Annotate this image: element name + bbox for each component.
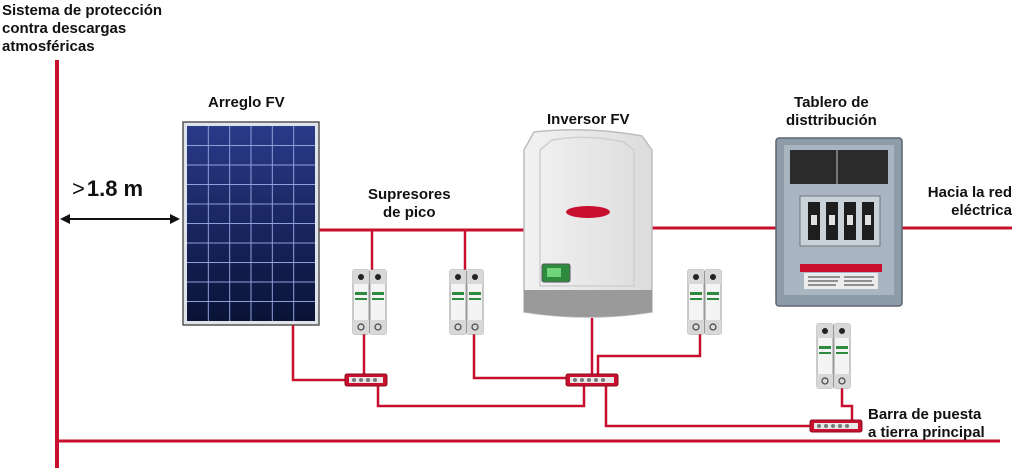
breaker-icon	[826, 202, 838, 240]
ground-bar-icon	[344, 373, 388, 387]
distance-arrow	[60, 214, 180, 224]
distance-label: >1.8 m	[72, 176, 143, 202]
surge-suppressor-icon	[352, 269, 387, 335]
ground-bar-icon	[809, 419, 863, 433]
board-warning-label	[800, 264, 882, 272]
surge-suppressor-icon	[449, 269, 484, 335]
greater-than-symbol: >	[72, 176, 85, 201]
distance-value: 1.8 m	[86, 176, 144, 201]
distribution-board-label: Tablero de disttribución	[786, 94, 877, 129]
to-grid-label: Hacia la red eléctrica	[927, 184, 1012, 219]
pv-panel	[182, 121, 320, 326]
grounding-wires	[291, 230, 854, 428]
surge-suppressor-icon	[687, 269, 722, 335]
ground-bar-label: Barra de puesta a tierra principal	[868, 406, 985, 441]
ground-bar-icon	[565, 373, 619, 387]
pv-inverter	[523, 129, 653, 318]
pv-inverter-label: Inversor FV	[547, 111, 630, 128]
surge-suppressor-icon	[816, 323, 851, 389]
surge-suppressors-label: Supresores de pico	[368, 186, 451, 221]
breaker-icon	[808, 202, 820, 240]
breaker-icon	[844, 202, 856, 240]
distribution-board	[775, 137, 903, 307]
pv-array-label: Arreglo FV	[208, 94, 285, 111]
lightning-system-label: Sistema de protección contra descargas a…	[2, 2, 163, 55]
breaker-icon	[862, 202, 874, 240]
inverter-logo-icon	[566, 206, 610, 218]
